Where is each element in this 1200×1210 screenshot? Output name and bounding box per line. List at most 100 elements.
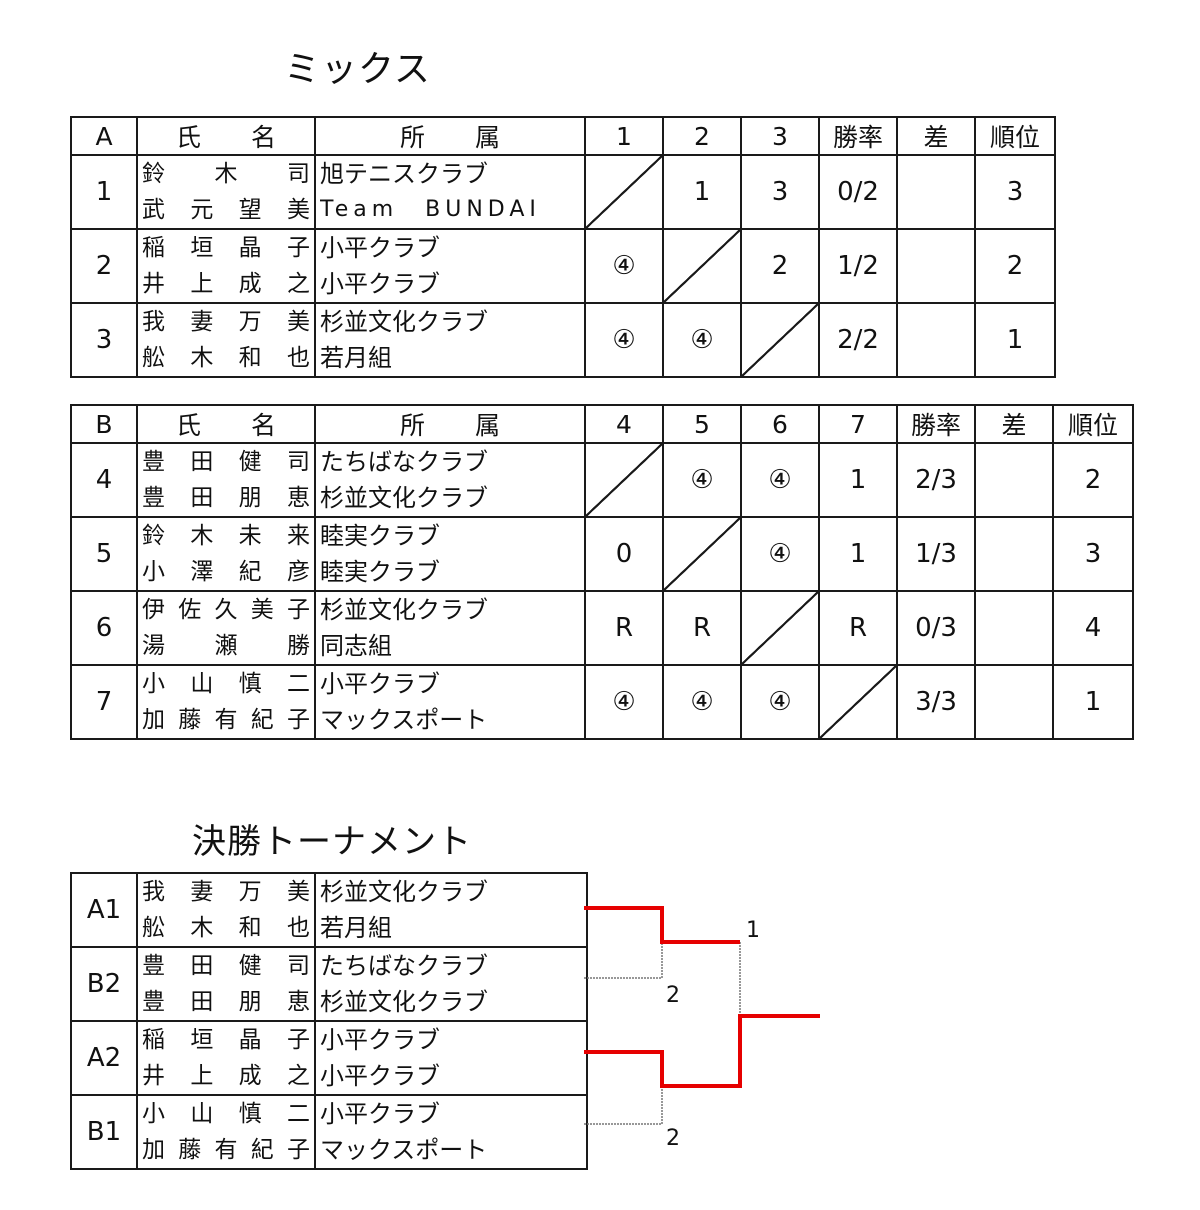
match-result: 1 xyxy=(662,154,742,230)
player-name: 豊田健司 xyxy=(142,953,310,979)
seed-label: A1 xyxy=(70,872,138,948)
win-rate: 3/3 xyxy=(896,664,976,740)
club-cell: 小平クラブマックスポート xyxy=(314,1094,588,1170)
player-name: 小山慎二 xyxy=(142,671,310,697)
club-name: 小平クラブ xyxy=(320,1062,440,1090)
seed-label: A2 xyxy=(70,1020,138,1096)
entry-number: 5 xyxy=(70,516,138,592)
players-cell: 豊田健司豊田朋恵 xyxy=(136,946,316,1022)
score-semi-2: 2 xyxy=(666,1126,680,1151)
column-header: 1 xyxy=(584,116,664,156)
bracket-line-a1-win xyxy=(584,906,740,944)
player-name: 武元望美 xyxy=(142,197,310,223)
player-name: 稲垣晶子 xyxy=(142,235,310,261)
match-result: R xyxy=(584,590,664,666)
self-match-cell xyxy=(662,516,742,592)
win-rate: 2/3 xyxy=(896,442,976,518)
column-header: 勝率 xyxy=(818,116,898,156)
entry-number: 2 xyxy=(70,228,138,304)
club-cell: たちばなクラブ杉並文化クラブ xyxy=(314,442,586,518)
club-cell: 杉並文化クラブ若月組 xyxy=(314,872,588,948)
score-final: 1 xyxy=(746,918,760,943)
column-header: 2 xyxy=(662,116,742,156)
entry-number: 4 xyxy=(70,442,138,518)
match-result: ④ xyxy=(740,516,820,592)
club-cell: たちばなクラブ杉並文化クラブ xyxy=(314,946,588,1022)
club-cell: 小平クラブ小平クラブ xyxy=(314,1020,588,1096)
club-name: 若月組 xyxy=(320,344,392,372)
player-name: 豊田朋恵 xyxy=(142,485,310,511)
column-header: 所 属 xyxy=(314,116,586,156)
self-match-cell xyxy=(662,228,742,304)
match-result: ④ xyxy=(662,664,742,740)
column-header: 6 xyxy=(740,404,820,444)
club-name: 杉並文化クラブ xyxy=(320,878,488,906)
player-name: 加藤有紀子 xyxy=(142,707,310,733)
column-header: 順位 xyxy=(1052,404,1134,444)
match-result: ④ xyxy=(584,228,664,304)
player-name: 我妻万美 xyxy=(142,309,310,335)
club-cell: 杉並文化クラブ若月組 xyxy=(314,302,586,378)
club-cell: 杉並文化クラブ同志組 xyxy=(314,590,586,666)
players-cell: 我妻万美舩木和也 xyxy=(136,872,316,948)
seed-label: B2 xyxy=(70,946,138,1022)
self-match-cell xyxy=(740,590,820,666)
club-name: 小平クラブ xyxy=(320,234,440,262)
player-name: 伊佐久美子 xyxy=(142,597,310,623)
column-header: 7 xyxy=(818,404,898,444)
club-name: 杉並文化クラブ xyxy=(320,596,488,624)
column-header: 氏 名 xyxy=(136,404,316,444)
player-name: 舩木和也 xyxy=(142,915,310,941)
title-mixed: ミックス xyxy=(284,49,431,90)
match-result: R xyxy=(662,590,742,666)
match-result: ④ xyxy=(740,442,820,518)
players-cell: 小山慎二加藤有紀子 xyxy=(136,1094,316,1170)
match-result: 1 xyxy=(818,442,898,518)
match-result: ④ xyxy=(584,302,664,378)
players-cell: 伊佐久美子湯瀬勝 xyxy=(136,590,316,666)
column-header: 氏 名 xyxy=(136,116,316,156)
entry-number: 7 xyxy=(70,664,138,740)
column-header: B xyxy=(70,404,138,444)
club-name: たちばなクラブ xyxy=(320,952,488,980)
club-name: 小平クラブ xyxy=(320,1026,440,1054)
players-cell: 鈴木司武元望美 xyxy=(136,154,316,230)
game-difference xyxy=(896,302,976,378)
player-name: 井上成之 xyxy=(142,1063,310,1089)
club-name: マックスポート xyxy=(320,706,488,734)
column-header: 差 xyxy=(896,116,976,156)
match-result: ④ xyxy=(662,302,742,378)
players-cell: 稲垣晶子井上成之 xyxy=(136,1020,316,1096)
club-name: 杉並文化クラブ xyxy=(320,308,488,336)
win-rate: 1/3 xyxy=(896,516,976,592)
player-name: 鈴木未来 xyxy=(142,523,310,549)
rank: 3 xyxy=(974,154,1056,230)
rank: 1 xyxy=(974,302,1056,378)
column-header: 4 xyxy=(584,404,664,444)
club-name: マックスポート xyxy=(320,1136,488,1164)
player-name: 小山慎二 xyxy=(142,1101,310,1127)
players-cell: 我妻万美舩木和也 xyxy=(136,302,316,378)
players-cell: 豊田健司豊田朋恵 xyxy=(136,442,316,518)
match-result: 3 xyxy=(740,154,820,230)
game-difference xyxy=(974,442,1054,518)
players-cell: 稲垣晶子井上成之 xyxy=(136,228,316,304)
column-header: 差 xyxy=(974,404,1054,444)
column-header: 3 xyxy=(740,116,820,156)
bracket-line-b2 xyxy=(584,942,663,979)
title-final-tournament: 決勝トーナメント xyxy=(192,822,472,862)
